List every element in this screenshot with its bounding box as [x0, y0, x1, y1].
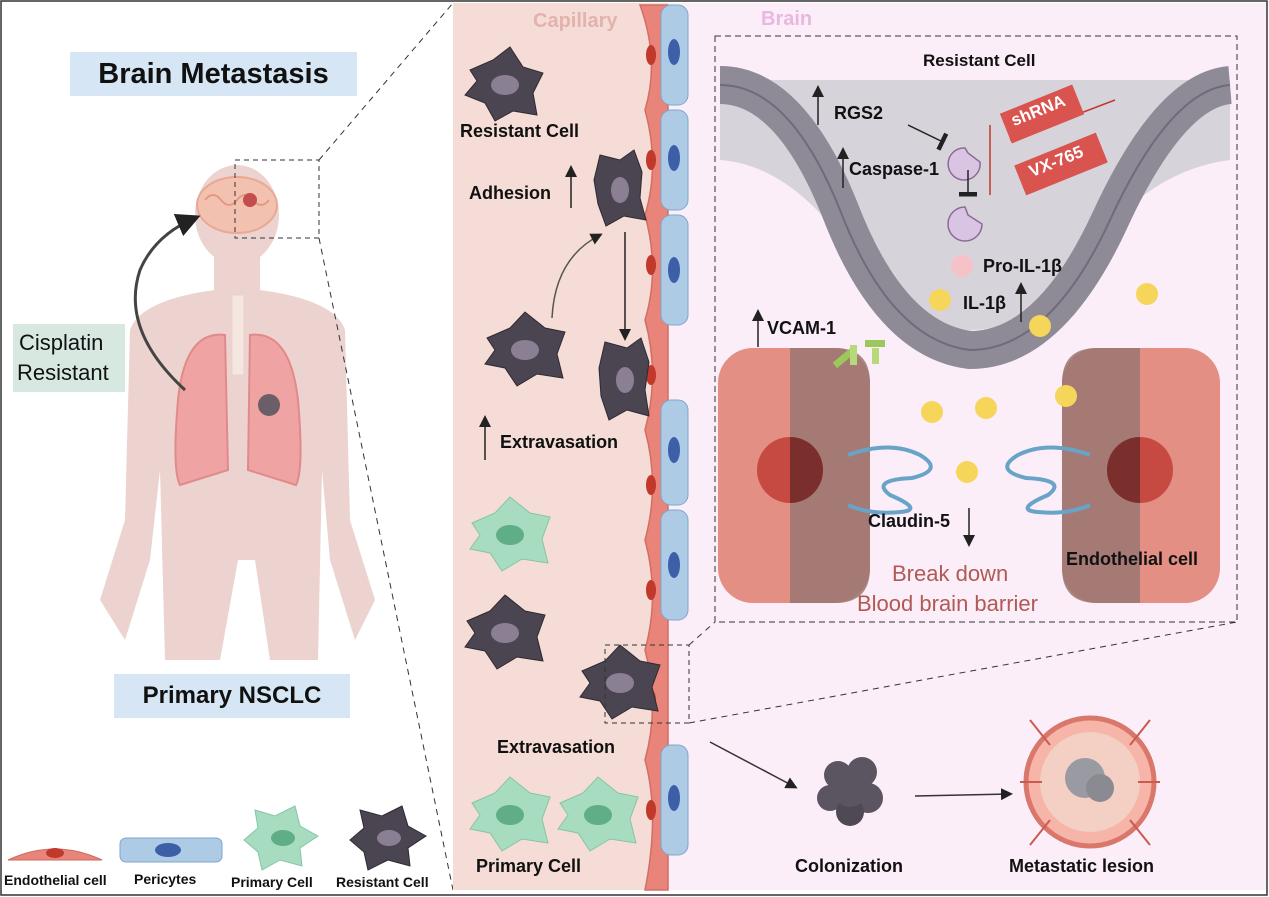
resistant-cell-extravasating — [598, 337, 650, 421]
zoom-line-inset-bottom — [688, 621, 1238, 724]
page-title: Brain Metastasis — [98, 57, 329, 90]
il-1b-label: IL-1β — [963, 293, 1006, 313]
adhesion-curve-arrow — [551, 233, 603, 319]
primary-box — [114, 674, 350, 718]
resistance-label-line2: Resistant — [17, 360, 109, 385]
caspase-1-icon — [947, 147, 981, 181]
legend — [7, 805, 427, 871]
endothelial-cell-right — [1062, 348, 1220, 603]
endothelial-cell-left — [718, 348, 870, 603]
legend-resistant-cell-label: Resistant Cell — [336, 874, 429, 890]
brain-icon — [196, 176, 278, 234]
caspase-1-label: Caspase-1 — [849, 159, 940, 179]
resistance-label-line1: Cisplatin — [19, 330, 104, 355]
resistant-cell-top — [464, 46, 544, 122]
il-1b-dot — [1029, 315, 1051, 337]
brain-label: Brain — [761, 8, 813, 30]
colonization-cluster — [817, 757, 883, 826]
resistant-cell-label: Resistant Cell — [460, 121, 580, 141]
zoom-line-bottom — [318, 237, 454, 891]
vcam-1-receptors — [832, 340, 885, 369]
rgs2-inhibition — [907, 124, 949, 151]
primary-nsclc-label: Primary NSCLC — [142, 682, 322, 709]
resistant-cell-middle — [484, 311, 566, 387]
primary-cell-lower-right — [557, 776, 639, 852]
title-box — [70, 52, 357, 96]
rgs2-label: RGS2 — [834, 103, 884, 123]
endothelial-cell-label: Endothelial cell — [1066, 549, 1199, 569]
legend-primary-cell-label: Primary Cell — [231, 874, 313, 890]
barrier-line2: Blood brain barrier — [857, 591, 1038, 616]
il-1b-dot — [1136, 283, 1158, 305]
resistance-box — [13, 324, 125, 392]
il-1b-dot — [956, 461, 978, 483]
il-1b-dot — [921, 401, 943, 423]
pro-il-1b-dot — [951, 255, 973, 277]
claudin-5-junction — [847, 445, 1091, 515]
il-1b-dot — [1055, 385, 1077, 407]
barrier-line1: Break down — [892, 561, 1009, 586]
extravasation-label-lower: Extravasation — [497, 737, 616, 757]
zoom-line-inset-top — [688, 621, 716, 646]
metastatic-lesion-label: Metastatic lesion — [1009, 856, 1155, 876]
primary-cell-upper — [469, 496, 551, 572]
claudin-5-label: Claudin-5 — [868, 511, 951, 531]
metastasis-arrow — [133, 214, 201, 392]
metastatic-lesion-icon — [1020, 715, 1160, 849]
to-lesion-arrow — [914, 788, 1013, 801]
shrna-badge — [999, 84, 1085, 144]
legend-endothelial-label: Endothelial cell — [4, 872, 107, 888]
resistant-cell-membrane — [720, 80, 1230, 330]
pericyte-layer — [660, 4, 689, 856]
to-colonization-arrow — [709, 741, 798, 789]
extravasation-label-upper: Extravasation — [500, 432, 619, 452]
resistant-cell-crossing — [579, 644, 661, 720]
il-1b-dot — [929, 289, 951, 311]
legend-pericytes-label: Pericytes — [134, 871, 197, 887]
primary-cell-label: Primary Cell — [476, 856, 582, 876]
vx765-badge — [1014, 132, 1108, 196]
primary-cell-lower-left — [469, 776, 551, 852]
zoom-line-top — [318, 2, 454, 161]
resistant-cell-lower — [464, 594, 546, 670]
capillary-label: Capillary — [533, 10, 618, 32]
resistant-cell-adhering — [593, 149, 647, 227]
il-1b-dot — [975, 397, 997, 419]
pro-il-1b-label: Pro-IL-1β — [983, 256, 1062, 276]
caspase-1-active-icon — [947, 206, 983, 242]
colonization-label: Colonization — [795, 856, 903, 876]
inset-title: Resistant Cell — [923, 51, 1036, 70]
vcam-1-label: VCAM-1 — [767, 318, 837, 338]
adhesion-label: Adhesion — [469, 183, 552, 203]
lungs-icon — [174, 294, 302, 487]
